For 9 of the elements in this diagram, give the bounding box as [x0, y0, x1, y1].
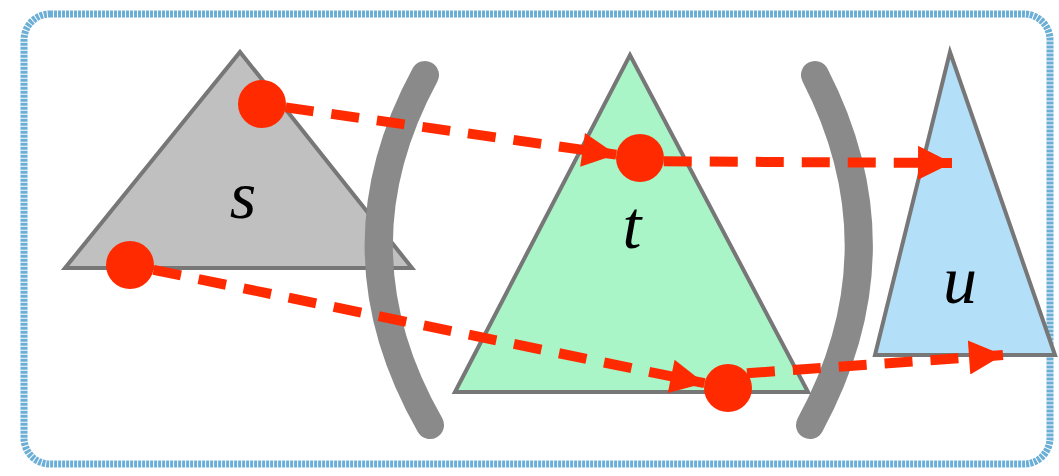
point-marker	[106, 241, 154, 289]
dashed-arrow	[663, 145, 953, 180]
dashed-arrow	[152, 264, 706, 393]
point-marker	[704, 364, 752, 412]
dashed-arrow	[285, 102, 617, 167]
variable-label: u	[943, 246, 977, 314]
variable-label: s	[229, 161, 257, 229]
dashed-arrow	[746, 340, 1004, 379]
variable-label: t	[622, 191, 642, 259]
